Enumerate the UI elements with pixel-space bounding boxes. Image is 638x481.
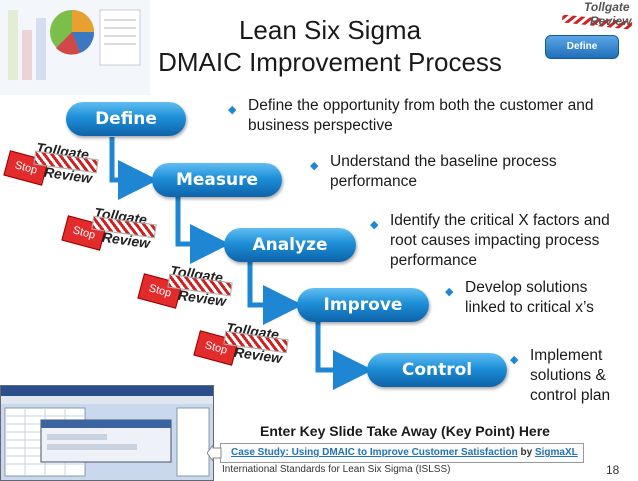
decorative-chart-collage	[0, 0, 150, 95]
back-arrow-icon	[207, 445, 222, 461]
tollgate-review-badge: Tollgate Review	[548, 0, 636, 44]
arrow-analyze-to-improve	[247, 260, 303, 325]
tollgate-review-sign-1: Stop Tollgate Review	[3, 139, 118, 193]
arrow-define-to-measure	[109, 137, 158, 200]
bullet-analyze: ◆ Identify the critical X factors and ro…	[370, 212, 610, 269]
arrow-measure-to-analyze	[175, 196, 230, 264]
case-study-link[interactable]: Case Study: Using DMAIC to Improve Custo…	[231, 447, 518, 458]
current-phase-badge: Define	[545, 35, 619, 59]
bullet-control: ◆ Implement solutions & control plan	[510, 347, 611, 404]
phase-control[interactable]: Control	[367, 353, 507, 387]
footer-text: International Standards for Lean Six Sig…	[222, 464, 451, 475]
tollgate-review-sign-2: Stop Tollgate Review	[61, 204, 176, 258]
diamond-bullet-icon: ◆	[370, 219, 379, 231]
spreadsheet-image	[1, 386, 213, 477]
phase-define[interactable]: Define	[66, 102, 186, 136]
slide-title-line2: DMAIC Improvement Process	[158, 47, 502, 77]
diamond-bullet-icon: ◆	[445, 286, 454, 298]
bullet-measure: ◆ Understand the baseline process perfor…	[310, 153, 557, 190]
spreadsheet-screenshot-thumbnail	[0, 385, 214, 481]
arrow-improve-to-control	[315, 322, 373, 390]
case-study-box: Case Study: Using DMAIC to Improve Custo…	[207, 443, 584, 463]
tollgate-sign-icon	[561, 14, 633, 30]
bullet-improve: ◆ Develop solutions linked to critical x…	[445, 279, 594, 316]
pie-chart-graphic	[0, 0, 150, 95]
badge-tollgate-label: Tollgate	[584, 0, 630, 14]
diamond-bullet-icon: ◆	[510, 354, 519, 366]
sigmaxl-link[interactable]: SigmaXL	[534, 447, 578, 458]
phase-analyze[interactable]: Analyze	[224, 228, 356, 262]
badge-review-label: Review	[590, 14, 632, 28]
key-point-text: Enter Key Slide Take Away (Key Point) He…	[260, 423, 550, 439]
tollgate-review-sign-3: Stop Tollgate Review	[137, 262, 252, 316]
diamond-bullet-icon: ◆	[228, 104, 237, 116]
phase-improve[interactable]: Improve	[297, 288, 429, 322]
case-study-by: by	[520, 447, 533, 458]
diamond-bullet-icon: ◆	[310, 160, 319, 172]
bullet-define: ◆ Define the opportunity from both the c…	[228, 97, 594, 134]
phase-measure[interactable]: Measure	[152, 163, 282, 197]
page-number: 18	[606, 463, 620, 477]
slide-title-line1: Lean Six Sigma	[238, 15, 422, 45]
tollgate-review-sign-4: Stop Tollgate Review	[193, 319, 308, 373]
